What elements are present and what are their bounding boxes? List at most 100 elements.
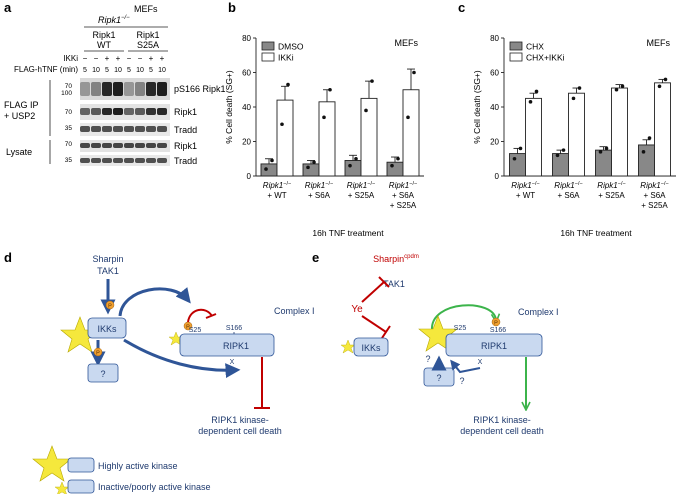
blot-band [113, 126, 123, 132]
blot-label: Ripk1 [174, 141, 197, 151]
phospho-circle [491, 317, 501, 327]
blot-band [135, 126, 145, 132]
data-point [270, 158, 274, 163]
blot-ripk1-ip: Ripk1 [80, 104, 197, 120]
time-mark: 10 [158, 67, 166, 74]
mw-marker: 70 [65, 141, 73, 148]
bar [568, 92, 585, 177]
complex-label: Complex I [274, 306, 315, 316]
data-point [322, 115, 326, 120]
blot-band [113, 108, 123, 115]
ikks-box [87, 317, 127, 339]
bar [402, 89, 420, 177]
group2-sub: S25A [137, 40, 159, 50]
bar [386, 161, 404, 177]
data-point [354, 156, 358, 161]
blot-ripk1-lysate: Ripk1 [80, 140, 197, 152]
mw-marker: 35 [65, 157, 73, 164]
time-mark: 5 [149, 67, 153, 74]
ikki-marks: −−++−−++ [83, 54, 165, 63]
data-point [604, 146, 609, 151]
ye-inhibits-ikks-bar [381, 325, 391, 339]
phospho-label: P [494, 321, 498, 327]
ripk1-box [445, 333, 543, 357]
time-mark: 5 [127, 67, 131, 74]
blot-band [146, 82, 156, 96]
autophosphorylation-arrow [430, 304, 496, 331]
bar [509, 153, 526, 177]
ripk1-label: RIPK1 [223, 341, 249, 351]
panel-b-cells: MEFs [395, 38, 419, 48]
blot-band [91, 158, 101, 163]
category-label: Ripk1−/− [554, 181, 582, 190]
blot-tradd-ip: Tradd [80, 123, 197, 136]
x-mark: X [478, 359, 483, 366]
ye-inhibits-ikks [361, 315, 387, 333]
phospho-label: P [96, 351, 100, 357]
legend-inactive-box [67, 479, 95, 494]
y-tick-label: 60 [242, 69, 251, 78]
blot-label: Tradd [174, 156, 197, 166]
category-label: Ripk1−/− [511, 181, 539, 190]
legend-label: IKKi [278, 53, 294, 63]
bar [595, 149, 612, 177]
blot-band [80, 126, 90, 132]
y-tick-label: 80 [490, 34, 499, 43]
complex-label: Complex I [518, 307, 559, 317]
blot-band [124, 158, 134, 163]
data-point [412, 70, 416, 75]
category-label: + WT [516, 191, 535, 200]
category-label: Ripk1−/− [347, 181, 375, 190]
data-point [598, 150, 603, 154]
blot-band [102, 143, 112, 148]
blot-band [102, 126, 112, 132]
category-label: + S25A [390, 201, 417, 210]
blot-band [113, 158, 123, 163]
ikki-mark: − [83, 54, 88, 63]
legend-active-star [32, 445, 72, 482]
ye-inhibits-tak1 [361, 281, 385, 303]
ye-inhibits-tak1-bar [378, 276, 390, 288]
legend-label: CHX [526, 42, 544, 52]
data-point [518, 146, 523, 151]
blot-band [135, 143, 145, 148]
bar [611, 87, 628, 177]
bar [654, 82, 671, 177]
y-tick-label: 20 [490, 138, 499, 147]
y-tick-label: 40 [490, 103, 499, 112]
y-tick-label: 0 [247, 172, 252, 181]
time-row-label: FLAG-hTNF (min) [14, 65, 78, 74]
blot-band [113, 143, 123, 148]
legend-swatch [261, 41, 275, 51]
category-label: Ripk1−/− [640, 181, 668, 190]
time-mark: 5 [83, 67, 87, 74]
site-s166: S166 [490, 327, 506, 334]
blot-band [113, 82, 123, 96]
data-point [286, 82, 290, 87]
category-label: Ripk1−/− [305, 181, 333, 190]
category-label: + S6A [308, 191, 331, 200]
legend-inactive-label: Inactive/poorly active kinase [98, 482, 211, 492]
bar [552, 153, 569, 177]
outcome-line-2: dependent cell death [198, 426, 282, 436]
legend-swatch [509, 52, 523, 62]
tak1-label: TAK1 [97, 266, 119, 276]
active-kinase-star [418, 315, 458, 352]
data-point [571, 96, 576, 101]
site-s166: S166 [226, 325, 242, 332]
outcome-line-1: RIPK1 kinase- [473, 415, 531, 425]
ripk1-box [179, 333, 275, 357]
data-point [641, 150, 646, 154]
blot-band [102, 158, 112, 163]
blot-band [157, 126, 167, 132]
blot-band [124, 126, 134, 132]
blot-band [157, 143, 167, 148]
blot-band [146, 143, 156, 148]
blot-label: Tradd [174, 125, 197, 135]
bar [260, 163, 278, 177]
panel-a-genotype: Ripk1−/− [98, 15, 130, 25]
data-point [390, 163, 394, 168]
s25-inhibition-bar [205, 313, 217, 319]
